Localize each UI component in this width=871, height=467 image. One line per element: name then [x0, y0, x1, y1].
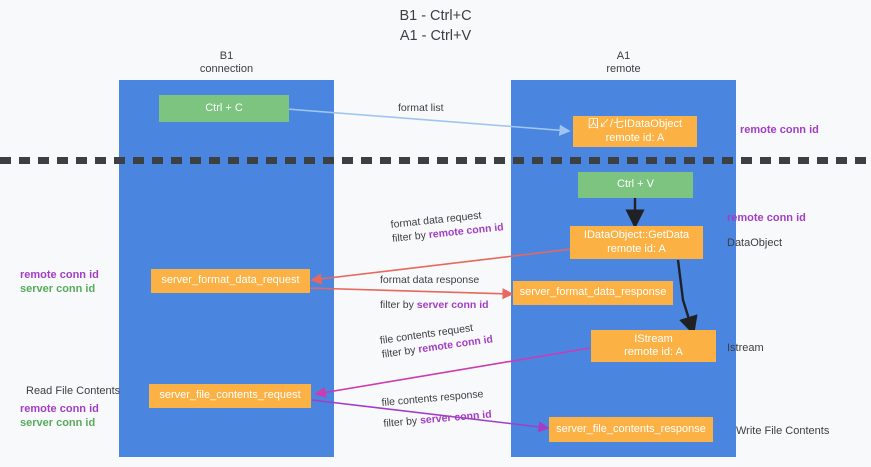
- lane-title-b1-subtitle: connection: [199, 63, 254, 75]
- edge-label-format-list: format list: [398, 102, 444, 114]
- node-server-file-contents-response-label: server_file_contents_response: [556, 422, 706, 435]
- node-server-file-contents-request[interactable]: server_file_contents_request: [149, 384, 311, 408]
- node-server-format-data-response-label: server_format_data_response: [519, 286, 667, 299]
- edge-label-fdreq-prefix: filter by: [391, 229, 430, 245]
- diagram-title-line-1: B1 - Ctrl+C: [399, 8, 472, 24]
- node-istream[interactable]: IStream remote id: A: [591, 330, 716, 362]
- lane-title-a1-subtitle: remote: [606, 63, 641, 75]
- edge-label-fcresp-value: server conn id: [419, 408, 493, 427]
- node-ctrl-c-label: Ctrl + C: [205, 101, 243, 114]
- node-istream-label-1: IStream: [634, 332, 673, 345]
- node-server-format-data-request-label: server_format_data_request: [161, 274, 300, 287]
- label-left-server-conn-id-bottom: server conn id: [20, 417, 96, 429]
- label-istream: Istream: [727, 342, 764, 354]
- node-server-file-contents-request-label: server_file_contents_request: [159, 389, 301, 402]
- node-server-format-data-response[interactable]: server_format_data_response: [513, 281, 673, 305]
- edge-label-file-contents-request: file contents request filter by remote c…: [379, 318, 494, 361]
- node-idataobject-label-2: remote id: A: [605, 131, 665, 144]
- edge-label-format-data-response-line-1: format data response: [380, 274, 480, 286]
- edge-label-format-data-response: format data response filter by server co…: [380, 273, 489, 312]
- edge-label-file-contents-response-line-1: file contents response: [381, 388, 484, 409]
- lane-title-a1: A1 remote: [511, 50, 736, 76]
- node-ctrl-c[interactable]: Ctrl + C: [159, 95, 289, 122]
- edge-label-fdresp-value: server conn id: [416, 299, 489, 311]
- label-write-file-contents: Write File Contents: [736, 425, 830, 437]
- label-remote-conn-id-mid: remote conn id: [727, 212, 806, 224]
- lane-title-a1-name: A1: [616, 50, 631, 62]
- node-getdata[interactable]: IDataObject::GetData remote id: A: [570, 226, 703, 259]
- node-ctrl-v[interactable]: Ctrl + V: [578, 172, 693, 198]
- edge-label-format-data-response-line-2: filter by server conn id: [380, 298, 489, 312]
- node-server-format-data-request[interactable]: server_format_data_request: [151, 269, 310, 293]
- edge-label-format-data-request: format data request filter by remote con…: [390, 206, 504, 246]
- diagram-title: B1 - Ctrl+C A1 - Ctrl+V: [0, 6, 871, 46]
- node-idataobject-label-1: 囚↙/七IDataObject: [587, 118, 683, 130]
- edge-label-file-contents-response: file contents response filter by server …: [381, 387, 492, 431]
- node-getdata-label-1: IDataObject::GetData: [583, 229, 690, 241]
- label-left-server-conn-id-mid: server conn id: [20, 283, 96, 295]
- lane-title-b1: B1 connection: [119, 50, 334, 76]
- label-left-remote-conn-id-bottom: remote conn id: [20, 403, 99, 415]
- node-getdata-label-2: remote id: A: [607, 242, 666, 255]
- edge-label-file-contents-response-line-2: filter by server conn id: [383, 407, 492, 430]
- diagram-title-line-2: A1 - Ctrl+V: [399, 28, 472, 44]
- lane-title-b1-name: B1: [219, 50, 234, 62]
- label-left-remote-conn-id-mid: remote conn id: [20, 269, 99, 281]
- edge-label-fcresp-prefix: filter by: [382, 414, 421, 430]
- section-divider: [0, 157, 871, 164]
- node-idataobject[interactable]: 囚↙/七IDataObject remote id: A: [573, 116, 697, 147]
- label-dataobject: DataObject: [727, 237, 783, 249]
- node-ctrl-v-label: Ctrl + V: [617, 178, 654, 191]
- label-read-file-contents: Read File Contents: [26, 385, 121, 397]
- edge-label-fdresp-prefix: filter by: [380, 299, 417, 311]
- edge-label-fcreq-prefix: filter by: [381, 343, 420, 361]
- node-server-file-contents-response[interactable]: server_file_contents_response: [549, 417, 713, 442]
- node-istream-label-2: remote id: A: [624, 346, 683, 358]
- label-remote-conn-id-top: remote conn id: [740, 124, 819, 136]
